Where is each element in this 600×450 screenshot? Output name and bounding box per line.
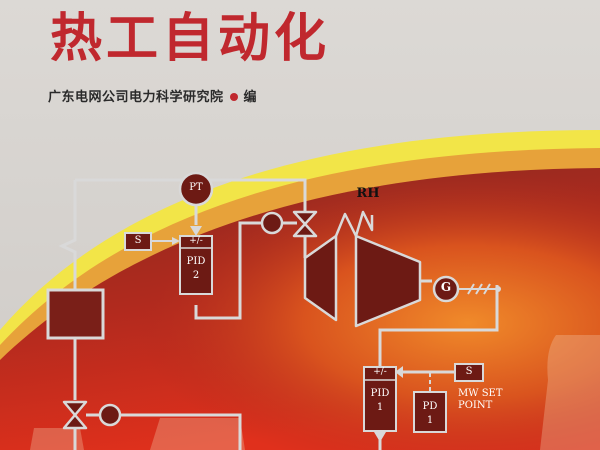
control-valve-icon — [292, 210, 318, 238]
pid2-sign: +/- — [189, 236, 203, 246]
generator-label: G — [440, 280, 452, 294]
pressure-transmitter-icon — [178, 171, 214, 207]
pid1-block — [363, 366, 397, 432]
arrowhead-icon — [172, 237, 180, 245]
pid2-block — [179, 235, 213, 295]
book-title: 热工自动化 — [50, 9, 331, 69]
arrowhead-icon — [374, 432, 386, 442]
control-valve-lower-icon — [62, 400, 88, 430]
pid2-name: PID — [186, 256, 206, 267]
pd1-name: PD — [422, 401, 438, 412]
valve-actuator-lower-icon — [98, 403, 122, 427]
setpoint-label-1: S — [134, 235, 142, 246]
reheat-label: RH — [356, 186, 380, 201]
pd1-number: 1 — [426, 415, 434, 426]
reheater-icon — [334, 210, 374, 238]
drum-vessel — [46, 288, 105, 340]
editor-role: 编 — [243, 90, 258, 105]
pt-label: PT — [189, 182, 203, 193]
lp-turbine-icon — [354, 234, 422, 328]
pid1-number: 1 — [376, 402, 384, 413]
publisher-line: 广东电网公司电力科学研究院 编 — [48, 86, 257, 105]
pid2-number: 2 — [192, 270, 200, 281]
mw-setpoint-line2: POINT — [458, 400, 493, 411]
separator-dot-icon — [229, 93, 238, 101]
pid1-sign: +/- — [373, 367, 387, 377]
hp-turbine-icon — [303, 234, 338, 322]
grid-connection-icon — [467, 283, 491, 295]
setpoint-label-2: S — [465, 366, 473, 377]
arrowhead-icon — [190, 226, 202, 236]
setpoint-box-2 — [454, 363, 484, 382]
valve-actuator-icon — [260, 211, 284, 235]
pid1-name: PID — [370, 388, 390, 399]
publisher-name: 广东电网公司电力科学研究院 — [48, 90, 224, 105]
mw-setpoint-line1: MW SET — [458, 388, 503, 399]
arrowhead-icon — [395, 366, 403, 378]
cooling-towers-silhouette — [30, 335, 600, 450]
pd1-block — [413, 391, 447, 433]
